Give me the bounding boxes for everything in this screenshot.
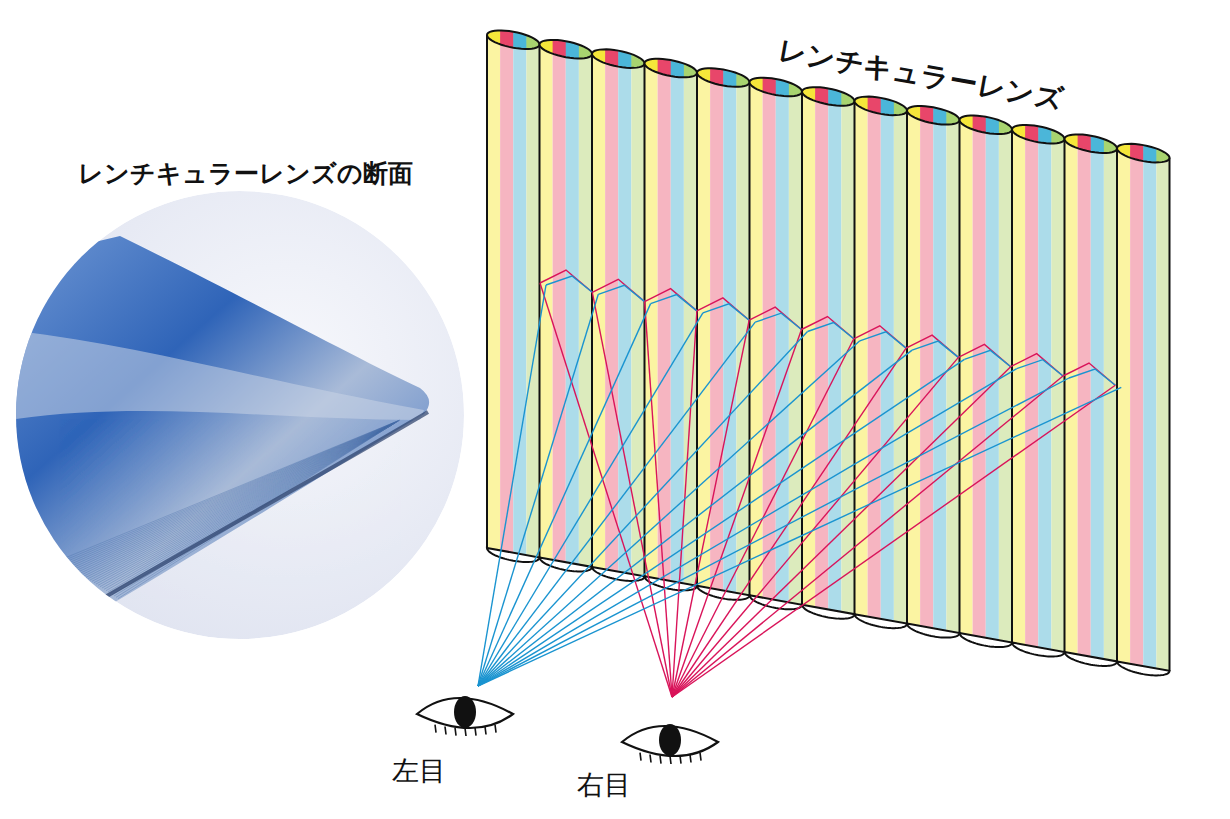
light-rays — [478, 270, 1121, 697]
left-eye — [417, 696, 513, 736]
lens-cross-section-photo — [10, 191, 464, 639]
eye-label: 右目 — [577, 770, 631, 800]
lens-title: レンチキュラーレンズ — [775, 35, 1065, 116]
right-eye — [622, 724, 718, 764]
photo-caption: レンチキュラーレンズの断面 — [78, 160, 413, 188]
eye-label: 左目 — [392, 756, 446, 786]
lenticular-lens — [487, 15, 1170, 675]
